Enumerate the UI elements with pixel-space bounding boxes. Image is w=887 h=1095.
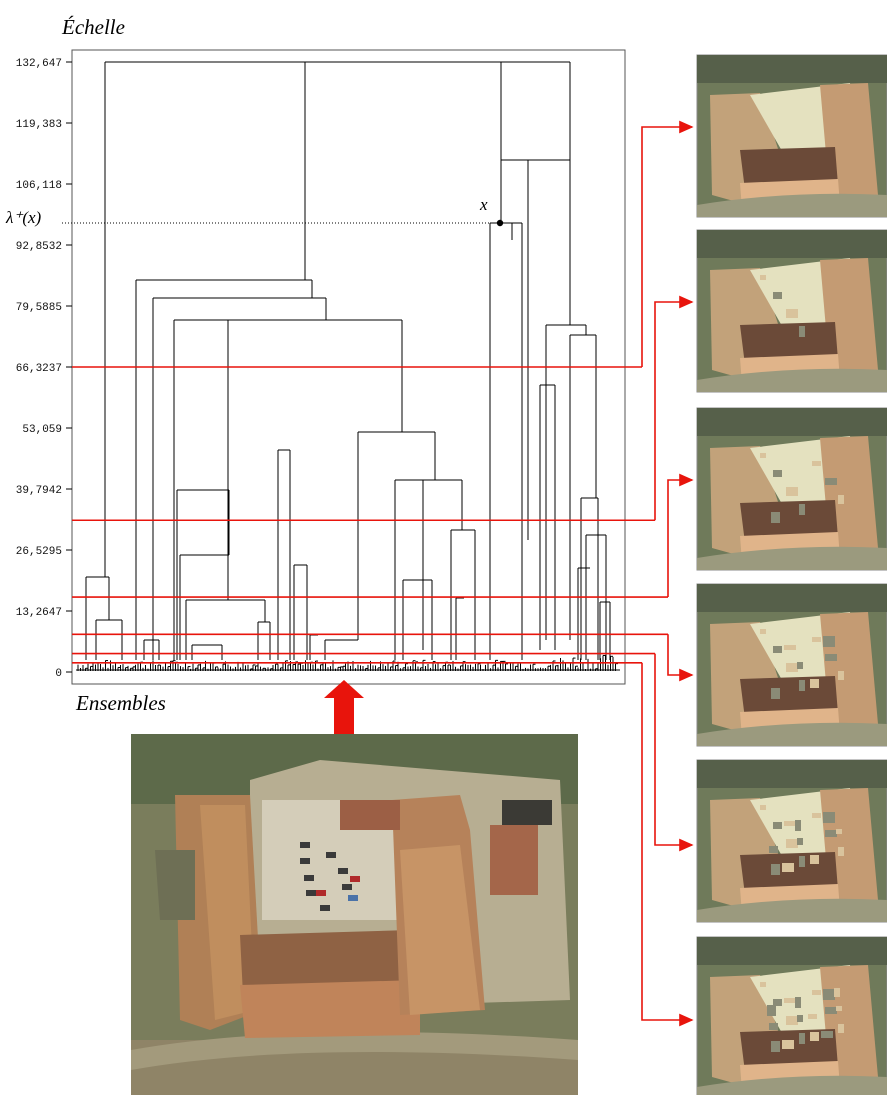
segmentation-level-4-thumbnail xyxy=(696,583,887,747)
cut-connector xyxy=(667,634,694,682)
aerial-to-leaves-arrow xyxy=(324,680,364,734)
y-tick-label: 66,3237 xyxy=(16,363,62,375)
cut-connector xyxy=(654,295,694,521)
cut-connector xyxy=(667,473,694,598)
lambda-label: λ⁺(x) xyxy=(5,208,42,227)
cut-to-thumbnail-arrows xyxy=(641,120,694,1027)
node-x-marker xyxy=(496,219,504,227)
y-axis-ticks: 132,647 119,383 106,118 92,8532 79,5885 66,32… xyxy=(16,58,72,680)
y-tick-label: 106,118 xyxy=(16,180,62,192)
dendrogram-tree xyxy=(85,61,611,660)
aerial-photo xyxy=(131,734,578,1095)
cut-connector xyxy=(641,662,694,1027)
scale-axis-title: Échelle xyxy=(61,15,125,39)
cut-connector xyxy=(641,120,694,367)
y-tick-label: 53,059 xyxy=(22,424,62,436)
segmentation-level-3-thumbnail xyxy=(696,407,887,571)
cut-lines xyxy=(72,366,668,664)
sets-axis-title: Ensembles xyxy=(75,691,166,715)
y-tick-label: 92,8532 xyxy=(16,241,62,253)
cut-connector xyxy=(654,653,694,852)
node-x-label: x xyxy=(479,195,488,214)
segmentation-level-1-thumbnail xyxy=(696,54,887,218)
y-tick-label: 39,7942 xyxy=(16,485,62,497)
segmentation-level-5-thumbnail xyxy=(696,759,887,923)
y-tick-label: 132,647 xyxy=(16,58,62,70)
y-tick-label: 26,5295 xyxy=(16,546,62,558)
y-tick-label: 119,383 xyxy=(16,119,62,131)
y-tick-label: 79,5885 xyxy=(16,302,62,314)
segmentation-thumbnails xyxy=(696,54,887,1095)
y-tick-label: 0 xyxy=(55,668,62,680)
y-tick-label: 13,2647 xyxy=(16,607,62,619)
segmentation-level-2-thumbnail xyxy=(696,229,887,393)
segmentation-level-6-thumbnail xyxy=(696,936,887,1095)
